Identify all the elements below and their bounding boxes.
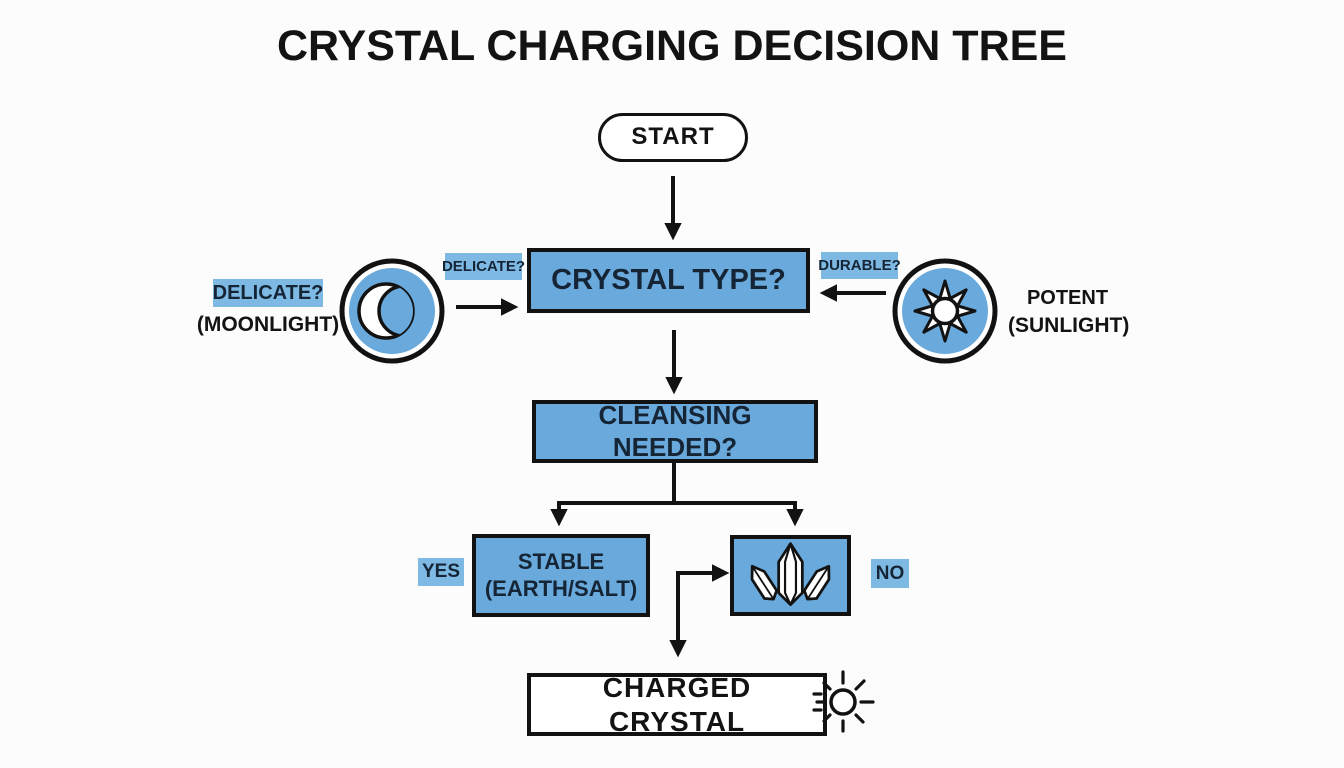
page-title: CRYSTAL CHARGING DECISION TREE	[277, 22, 1067, 70]
node-start: START	[598, 113, 748, 162]
stable-label-line1: STABLE	[517, 549, 605, 575]
stable-label-line2: (EARTH/SALT)	[484, 575, 638, 601]
sparkle-sun-icon	[808, 667, 878, 737]
edge-label-yes: YES	[418, 558, 464, 586]
annotation-moonlight: (MOONLIGHT)	[196, 313, 340, 336]
node-crystal-type: CRYSTAL TYPE?	[527, 248, 810, 313]
node-cleansing-needed: CLEANSING NEEDED?	[532, 400, 818, 463]
edge-label-delicate: DELICATE?	[442, 253, 525, 280]
annotation-delicate-tag: DELICATE?	[213, 279, 323, 307]
sun-icon	[890, 256, 1000, 366]
annotation-sunlight: (SUNLIGHT)	[1008, 314, 1130, 337]
moon-icon	[337, 256, 447, 366]
crystal-cluster-icon	[750, 542, 831, 606]
edge-label-durable: DURABLE?	[818, 252, 901, 279]
node-stable-earth-salt: STABLE (EARTH/SALT)	[472, 534, 650, 617]
node-charged-crystal: CHARGED CRYSTAL	[527, 672, 827, 737]
edge-label-no: NO	[871, 559, 909, 588]
annotation-potent: POTENT	[1026, 287, 1109, 309]
node-crystal-cluster	[730, 535, 851, 616]
